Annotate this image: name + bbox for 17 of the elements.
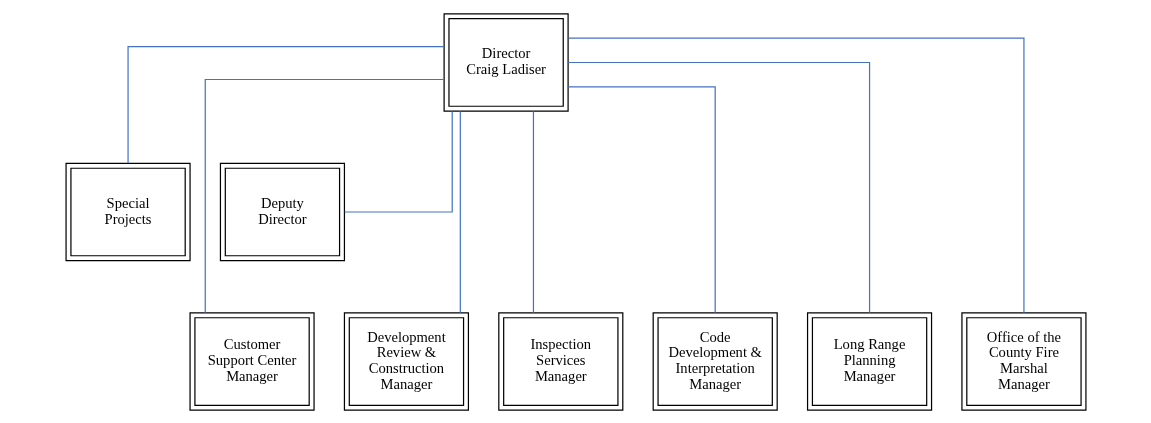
node-box: Office of the County Fire Marshal Manager: [960, 311, 1087, 411]
connector: [126, 45, 445, 164]
node-box: Customer Support Center Manager: [188, 311, 315, 411]
node-box: Director Craig Ladiser: [443, 12, 569, 112]
node-box: Code Development & Interpretation Manager: [652, 311, 778, 411]
connector: [567, 61, 870, 313]
node-box: Special Projects: [64, 162, 191, 261]
connector: [532, 110, 534, 313]
connector: [204, 78, 444, 313]
node-box: Deputy Director: [219, 162, 345, 261]
connector: [459, 110, 461, 313]
connector: [567, 37, 1025, 313]
node-box: Long Range Planning Manager: [806, 311, 932, 411]
connector: [567, 85, 716, 313]
connector: [343, 110, 453, 213]
node-box: Development Review & Construction Manager: [343, 311, 469, 411]
node-box: Inspection Services Manager: [497, 311, 623, 411]
